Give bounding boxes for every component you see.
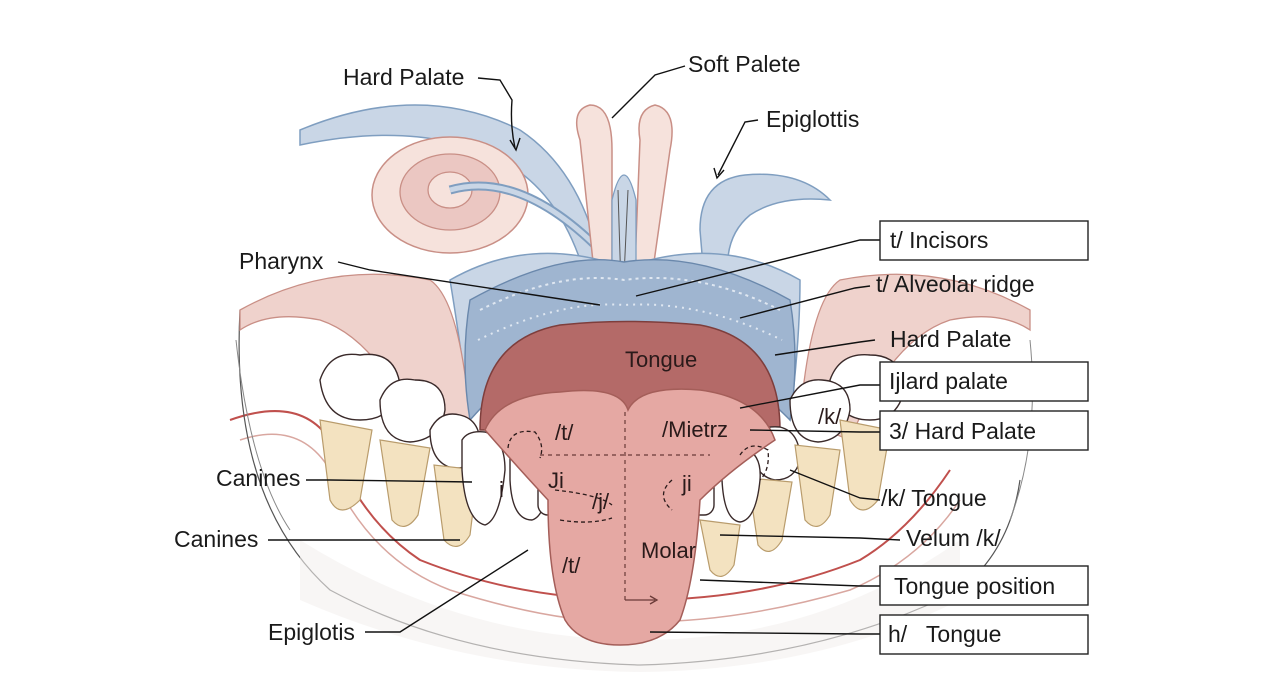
label-hard-palate-top: Hard Palate bbox=[343, 64, 464, 90]
label-hard-palate-3: 3/ Hard Palate bbox=[889, 418, 1036, 444]
inner-label-ji-right: ji bbox=[681, 471, 692, 496]
label-k-tongue: /k/ Tongue bbox=[881, 485, 987, 511]
label-epiglottis-top: Epiglottis bbox=[766, 106, 859, 132]
label-soft-palete: Soft Palete bbox=[688, 51, 801, 77]
inner-label-t-upper: /t/ bbox=[555, 420, 574, 445]
label-tongue-position: Tongue position bbox=[894, 573, 1055, 599]
label-pharynx: Pharynx bbox=[239, 248, 324, 274]
inner-label-ji: Ji bbox=[548, 468, 564, 493]
inner-label-j: /j/ bbox=[592, 489, 610, 514]
inner-label-k: /k/ bbox=[818, 404, 842, 429]
label-velum-k: Velum /k/ bbox=[906, 525, 1001, 551]
label-boxes bbox=[879, 220, 1089, 655]
inner-label-t-lower: /t/ bbox=[562, 553, 581, 578]
label-ijlard-palate: Ijlard palate bbox=[889, 368, 1008, 394]
label-epiglotis-bottom: Epiglotis bbox=[268, 619, 355, 645]
label-canines-2: Canines bbox=[174, 526, 258, 552]
label-h-tongue: h/ Tongue bbox=[888, 621, 1001, 647]
leader-lines bbox=[268, 65, 901, 635]
inner-label-molar: Molar bbox=[641, 538, 696, 563]
label-incisors: t/ Incisors bbox=[890, 227, 988, 253]
inner-label-i: i bbox=[499, 477, 504, 502]
inner-label-mietrz: /Mietrz bbox=[662, 417, 728, 442]
tongue-shape bbox=[484, 388, 776, 646]
label-canines-1: Canines bbox=[216, 465, 300, 491]
teeth-left bbox=[319, 353, 579, 547]
label-hard-palate-right: Hard Palate bbox=[890, 326, 1011, 352]
inner-label-tongue: Tongue bbox=[625, 347, 697, 372]
label-alveolar-ridge: t/ Alveolar ridge bbox=[876, 271, 1035, 297]
